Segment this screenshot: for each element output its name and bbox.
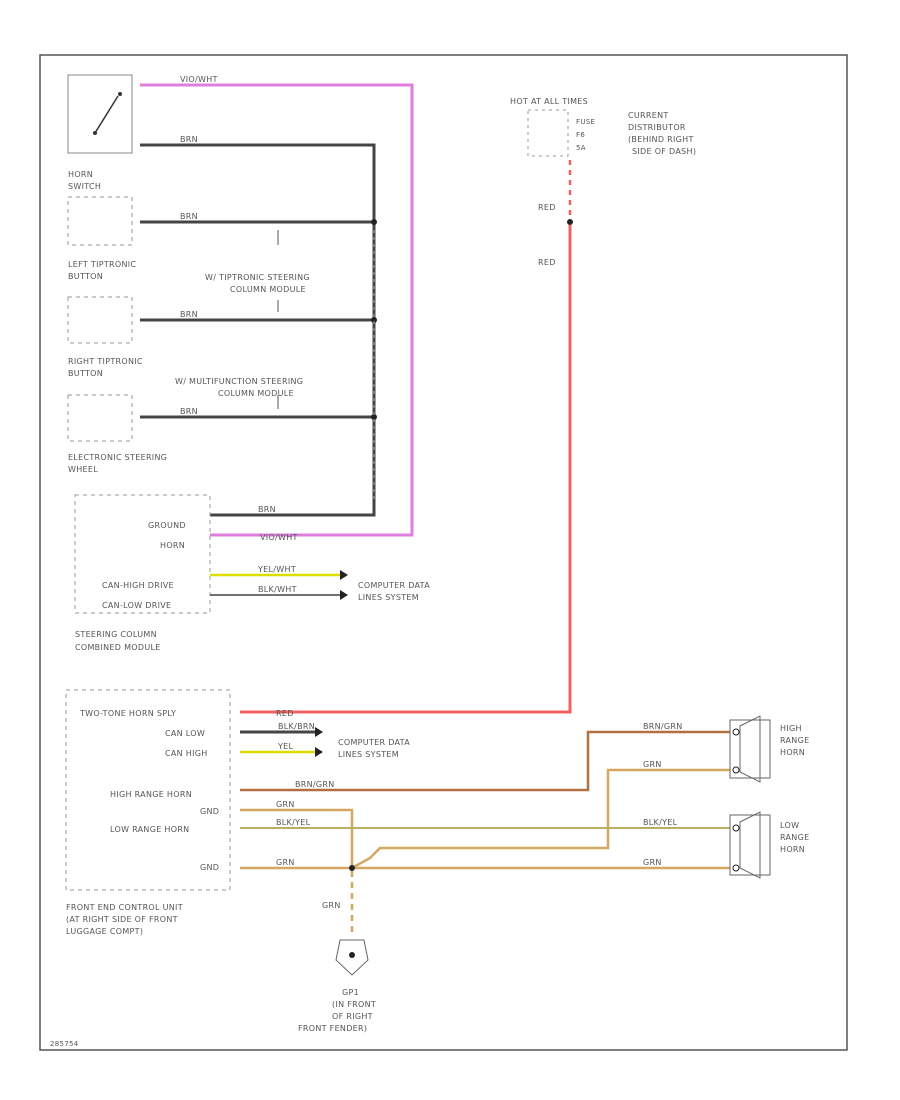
scm-label-2: COMBINED MODULE (75, 643, 161, 652)
fuse-block-box (527, 109, 569, 157)
scm-label-1: STEERING COLUMN (75, 630, 157, 639)
wire-label-red-1: RED (538, 203, 556, 212)
fecu-label-2: (AT RIGHT SIDE OF FRONT (66, 915, 178, 924)
fecu-pin-low-range: LOW RANGE HORN (110, 825, 189, 834)
fecu-label-3: LUGGAGE COMPT) (66, 927, 143, 936)
wire-label-yel-wht: YEL/WHT (257, 565, 296, 574)
scm-pin-horn: HORN (160, 541, 185, 550)
horn-switch-label-1: HORN (68, 170, 93, 179)
wire-label-brn-3: BRN (180, 310, 198, 319)
wire-label-vio-wht-bottom: VIO/WHT (260, 533, 298, 542)
current-distributor-1: CURRENT (628, 111, 669, 120)
right-tiptronic-box (67, 296, 133, 344)
multifunction-module-label-1: W/ MULTIFUNCTION STEERING (175, 377, 303, 386)
horn-switch-box (67, 74, 133, 154)
front-end-control-unit-box (65, 689, 231, 891)
wire-label-yel: YEL (277, 742, 294, 751)
fecu-pin-can-low: CAN LOW (165, 729, 205, 738)
g71-label-4: FRONT FENDER) (298, 1024, 367, 1033)
wire-label-brn-4: BRN (180, 407, 198, 416)
hot-at-all-times: HOT AT ALL TIMES (510, 97, 588, 106)
fecu-pin-two-tone: TWO-TONE HORN SPLY (79, 709, 176, 718)
wire-brn-horn-switch (140, 143, 376, 517)
high-horn-label-2: RANGE (780, 736, 809, 745)
wire-label-brn-grn-1: BRN/GRN (295, 780, 335, 789)
fecu-pin-high-range: HIGH RANGE HORN (110, 790, 192, 799)
current-distributor-2: DISTRIBUTOR (628, 123, 686, 132)
computer-data-2-line-2: LINES SYSTEM (338, 750, 399, 759)
wire-red (240, 225, 572, 714)
wire-label-red-2: RED (538, 258, 556, 267)
scm-pin-can-high: CAN-HIGH DRIVE (102, 581, 174, 590)
wire-label-vio-wht-top: VIO/WHT (180, 75, 218, 84)
wire-grn-high-gnd (351, 768, 730, 870)
fuse-rating: 5A (576, 144, 586, 152)
low-range-horn-icon (729, 811, 771, 879)
wire-label-grn-5: GRN (322, 901, 341, 910)
wire-label-blk-yel-2: BLK/YEL (643, 818, 678, 827)
wire-label-brn-1: BRN (180, 135, 198, 144)
fecu-pin-gnd-2: GND (200, 863, 219, 872)
electronic-steering-box (67, 394, 133, 442)
fecu-pin-gnd-1: GND (200, 807, 219, 816)
tiptronic-module-label-2: COLUMN MODULE (230, 285, 306, 294)
footer-code: 285754 (50, 1040, 79, 1048)
tiptronic-module-label-1: W/ TIPTRONIC STEERING (205, 273, 310, 282)
wire-label-grn-1: GRN (643, 760, 662, 769)
scm-pin-ground: GROUND (148, 521, 186, 530)
high-horn-label-1: HIGH (780, 724, 802, 733)
wire-label-red-3: RED (276, 709, 294, 718)
high-horn-label-3: HORN (780, 748, 805, 757)
current-distributor-4: SIDE OF DASH) (632, 147, 696, 156)
left-tiptronic-label-1: LEFT TIPTRONIC (68, 260, 136, 269)
scm-pin-can-low: CAN-LOW DRIVE (102, 601, 171, 610)
fecu-pin-can-high: CAN HIGH (165, 749, 208, 758)
multifunction-module-label-2: COLUMN MODULE (218, 389, 294, 398)
computer-data-2-line-1: COMPUTER DATA (338, 738, 410, 747)
computer-data-1-line-2: LINES SYSTEM (358, 593, 419, 602)
wire-label-blk-brn: BLK/BRN (278, 722, 315, 731)
right-tiptronic-label-1: RIGHT TIPTRONIC (68, 357, 143, 366)
wire-grn-gnd-1 (240, 808, 354, 868)
wire-vio-wht (140, 83, 414, 537)
low-horn-label-2: RANGE (780, 833, 809, 842)
electronic-steering-label-2: WHEEL (68, 465, 98, 474)
low-horn-label-3: HORN (780, 845, 805, 854)
wire-label-blk-wht: BLK/WHT (258, 585, 297, 594)
high-range-horn-icon (729, 715, 771, 783)
fuse-label: FUSE (576, 118, 595, 126)
left-tiptronic-box (67, 196, 133, 246)
left-tiptronic-label-2: BUTTON (68, 272, 103, 281)
fecu-label-1: FRONT END CONTROL UNIT (66, 903, 183, 912)
wire-label-grn-4: GRN (643, 858, 662, 867)
wire-label-grn-2: GRN (276, 800, 295, 809)
electronic-steering-label-1: ELECTRONIC STEERING (68, 453, 167, 462)
g71-label-3: OF RIGHT (332, 1012, 373, 1021)
current-distributor-3: (BEHIND RIGHT (628, 135, 694, 144)
steering-column-module-box (74, 494, 211, 614)
wire-label-blk-yel-1: BLK/YEL (276, 818, 311, 827)
wire-label-brn-2: BRN (180, 212, 198, 221)
wire-label-brn-grn-2: BRN/GRN (643, 722, 683, 731)
wire-brn-grn (240, 730, 730, 792)
right-tiptronic-label-2: BUTTON (68, 369, 103, 378)
wire-label-grn-3: GRN (276, 858, 295, 867)
g71-label-1: GP1 (342, 988, 359, 997)
low-horn-label-1: LOW (780, 821, 799, 830)
diagram-border (39, 54, 848, 1051)
g71-label-2: (IN FRONT (332, 1000, 376, 1009)
wire-label-brn-5: BRN (258, 505, 276, 514)
computer-data-1-line-1: COMPUTER DATA (358, 581, 430, 590)
fuse-id: F6 (576, 131, 585, 139)
horn-switch-label-2: SWITCH (68, 182, 101, 191)
